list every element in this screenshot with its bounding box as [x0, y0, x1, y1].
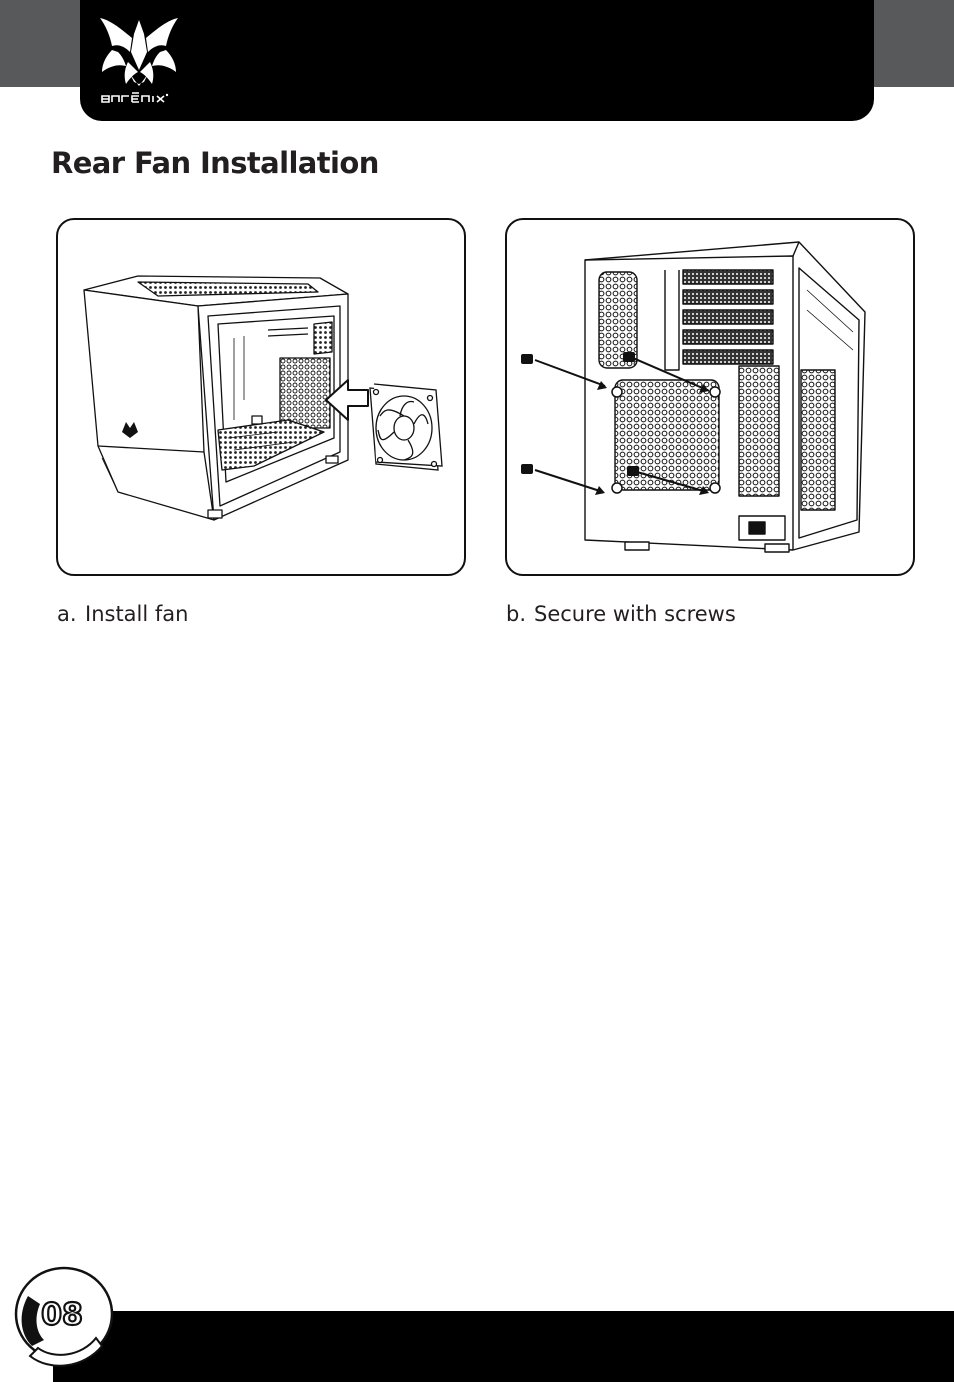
step-a-label: Install fan: [85, 602, 188, 626]
header-black-banner: [80, 0, 874, 121]
page-number: 08: [41, 1298, 83, 1333]
step-a-caption: a.Install fan: [57, 602, 188, 626]
case-open-side-with-fan-arrow-illustration: [58, 220, 466, 576]
page-number-badge: 08: [10, 1264, 114, 1374]
step-b-label: Secure with screws: [534, 602, 736, 626]
step-b-caption: b.Secure with screws: [506, 602, 736, 626]
illustration-panel-b: [505, 218, 915, 576]
footer-bar: [53, 1311, 954, 1382]
bitfenix-logo-icon: [96, 12, 182, 108]
step-a-letter: a.: [57, 602, 85, 626]
step-b-letter: b.: [506, 602, 534, 626]
illustration-panel-a: [56, 218, 466, 576]
page-title: Rear Fan Installation: [51, 146, 379, 180]
case-rear-with-screws-illustration: [507, 220, 915, 576]
